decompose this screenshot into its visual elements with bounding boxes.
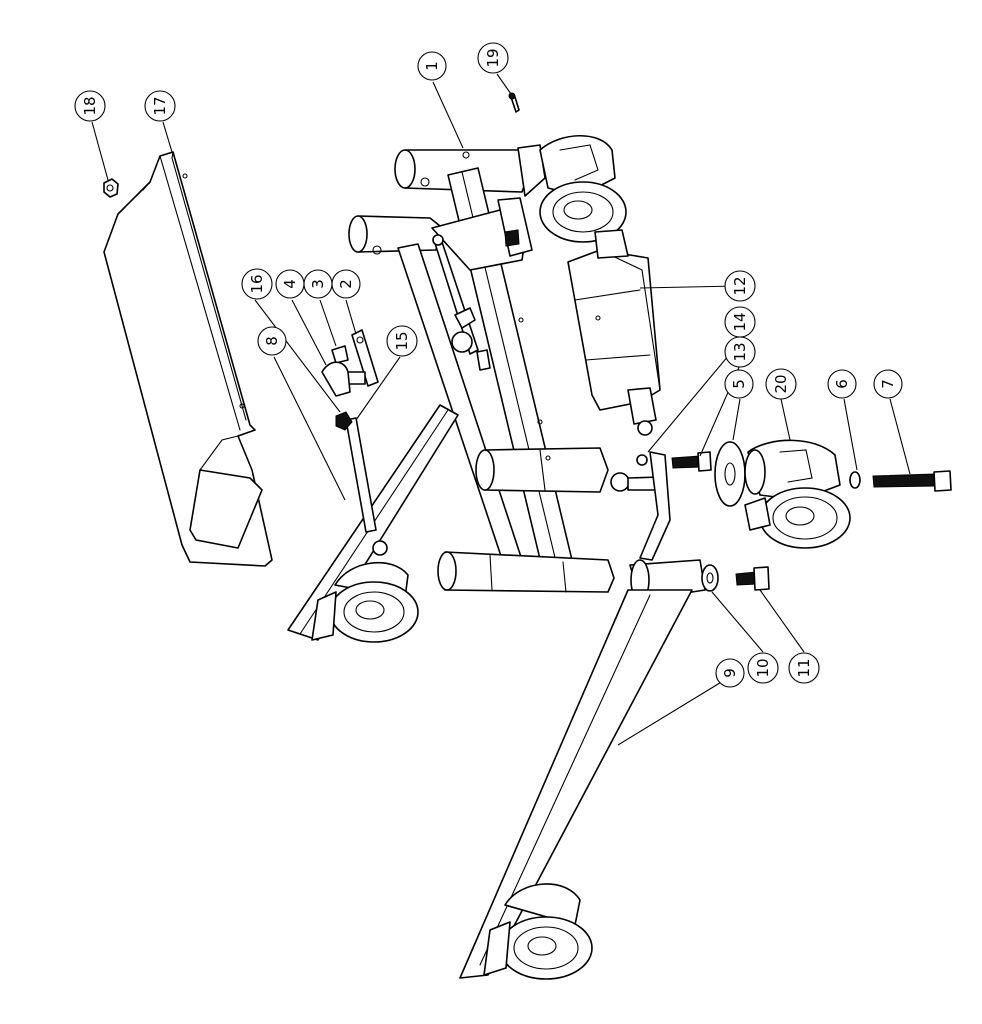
balloon-6: 6 bbox=[827, 369, 857, 399]
balloon-3: 3 bbox=[303, 269, 333, 299]
balloon-label-10: 10 bbox=[754, 658, 772, 677]
balloon-label-9: 9 bbox=[721, 668, 739, 678]
balloon-13: 13 bbox=[724, 336, 756, 368]
balloon-label-16: 16 bbox=[248, 274, 266, 293]
balloon-label-11: 11 bbox=[795, 658, 813, 677]
balloon-label-14: 14 bbox=[731, 312, 749, 331]
side-panel-part-17 bbox=[103, 151, 273, 567]
balloon-label-5: 5 bbox=[730, 379, 748, 389]
balloon-label-2: 2 bbox=[337, 279, 355, 289]
balloon-label-17: 17 bbox=[151, 96, 169, 115]
balloon-9: 9 bbox=[715, 658, 745, 688]
balloon-label-7: 7 bbox=[879, 379, 897, 389]
rod-part-15 bbox=[345, 417, 377, 533]
nut-part-18 bbox=[103, 178, 119, 198]
balloon-label-19: 19 bbox=[484, 48, 502, 67]
balloon-1: 1 bbox=[417, 51, 447, 81]
nut-part-16 bbox=[335, 411, 353, 431]
balloon-label-20: 20 bbox=[772, 374, 790, 393]
balloon-11: 11 bbox=[788, 652, 820, 684]
balloon-label-8: 8 bbox=[263, 336, 281, 346]
balloon-7: 7 bbox=[873, 369, 903, 399]
balloon-19: 19 bbox=[477, 42, 509, 74]
caster-part-20 bbox=[744, 439, 851, 549]
balloon-2: 2 bbox=[331, 269, 361, 299]
balloon-label-6: 6 bbox=[833, 379, 851, 389]
bolt-part-7 bbox=[872, 470, 952, 492]
balloon-5: 5 bbox=[724, 369, 754, 399]
balloon-8: 8 bbox=[257, 326, 287, 356]
balloon-label-12: 12 bbox=[731, 276, 749, 295]
balloon-label-4: 4 bbox=[281, 279, 299, 289]
balloon-10: 10 bbox=[747, 652, 779, 684]
caster-bottom bbox=[483, 883, 593, 980]
main-frame-part-1 bbox=[348, 144, 615, 593]
balloon-label-18: 18 bbox=[81, 96, 99, 115]
balloon-18: 18 bbox=[74, 90, 106, 122]
balloon-4: 4 bbox=[275, 269, 305, 299]
balloon-label-1: 1 bbox=[423, 61, 441, 71]
actuator-part-12 bbox=[567, 229, 661, 436]
bolt-part-11 bbox=[735, 566, 770, 591]
spacer-part-5 bbox=[714, 441, 746, 507]
caster-top-right bbox=[497, 134, 627, 257]
balloon-label-13: 13 bbox=[731, 342, 749, 361]
balloon-label-3: 3 bbox=[309, 279, 327, 289]
bolt-part-13 bbox=[671, 451, 712, 472]
screw-part-19 bbox=[508, 92, 520, 113]
link-arm-part-9 bbox=[459, 451, 706, 979]
bracket-part-2 bbox=[351, 329, 379, 387]
washer-part-6 bbox=[849, 471, 861, 489]
balloon-label-15: 15 bbox=[393, 331, 411, 350]
balloon-16: 16 bbox=[241, 268, 273, 300]
balloon-14: 14 bbox=[724, 306, 756, 338]
balloon-12: 12 bbox=[724, 270, 756, 302]
washer-part-10 bbox=[701, 564, 719, 592]
elbow-part-4 bbox=[321, 361, 351, 397]
balloon-17: 17 bbox=[144, 90, 176, 122]
balloon-15: 15 bbox=[386, 325, 418, 357]
balloon-20: 20 bbox=[765, 368, 797, 400]
